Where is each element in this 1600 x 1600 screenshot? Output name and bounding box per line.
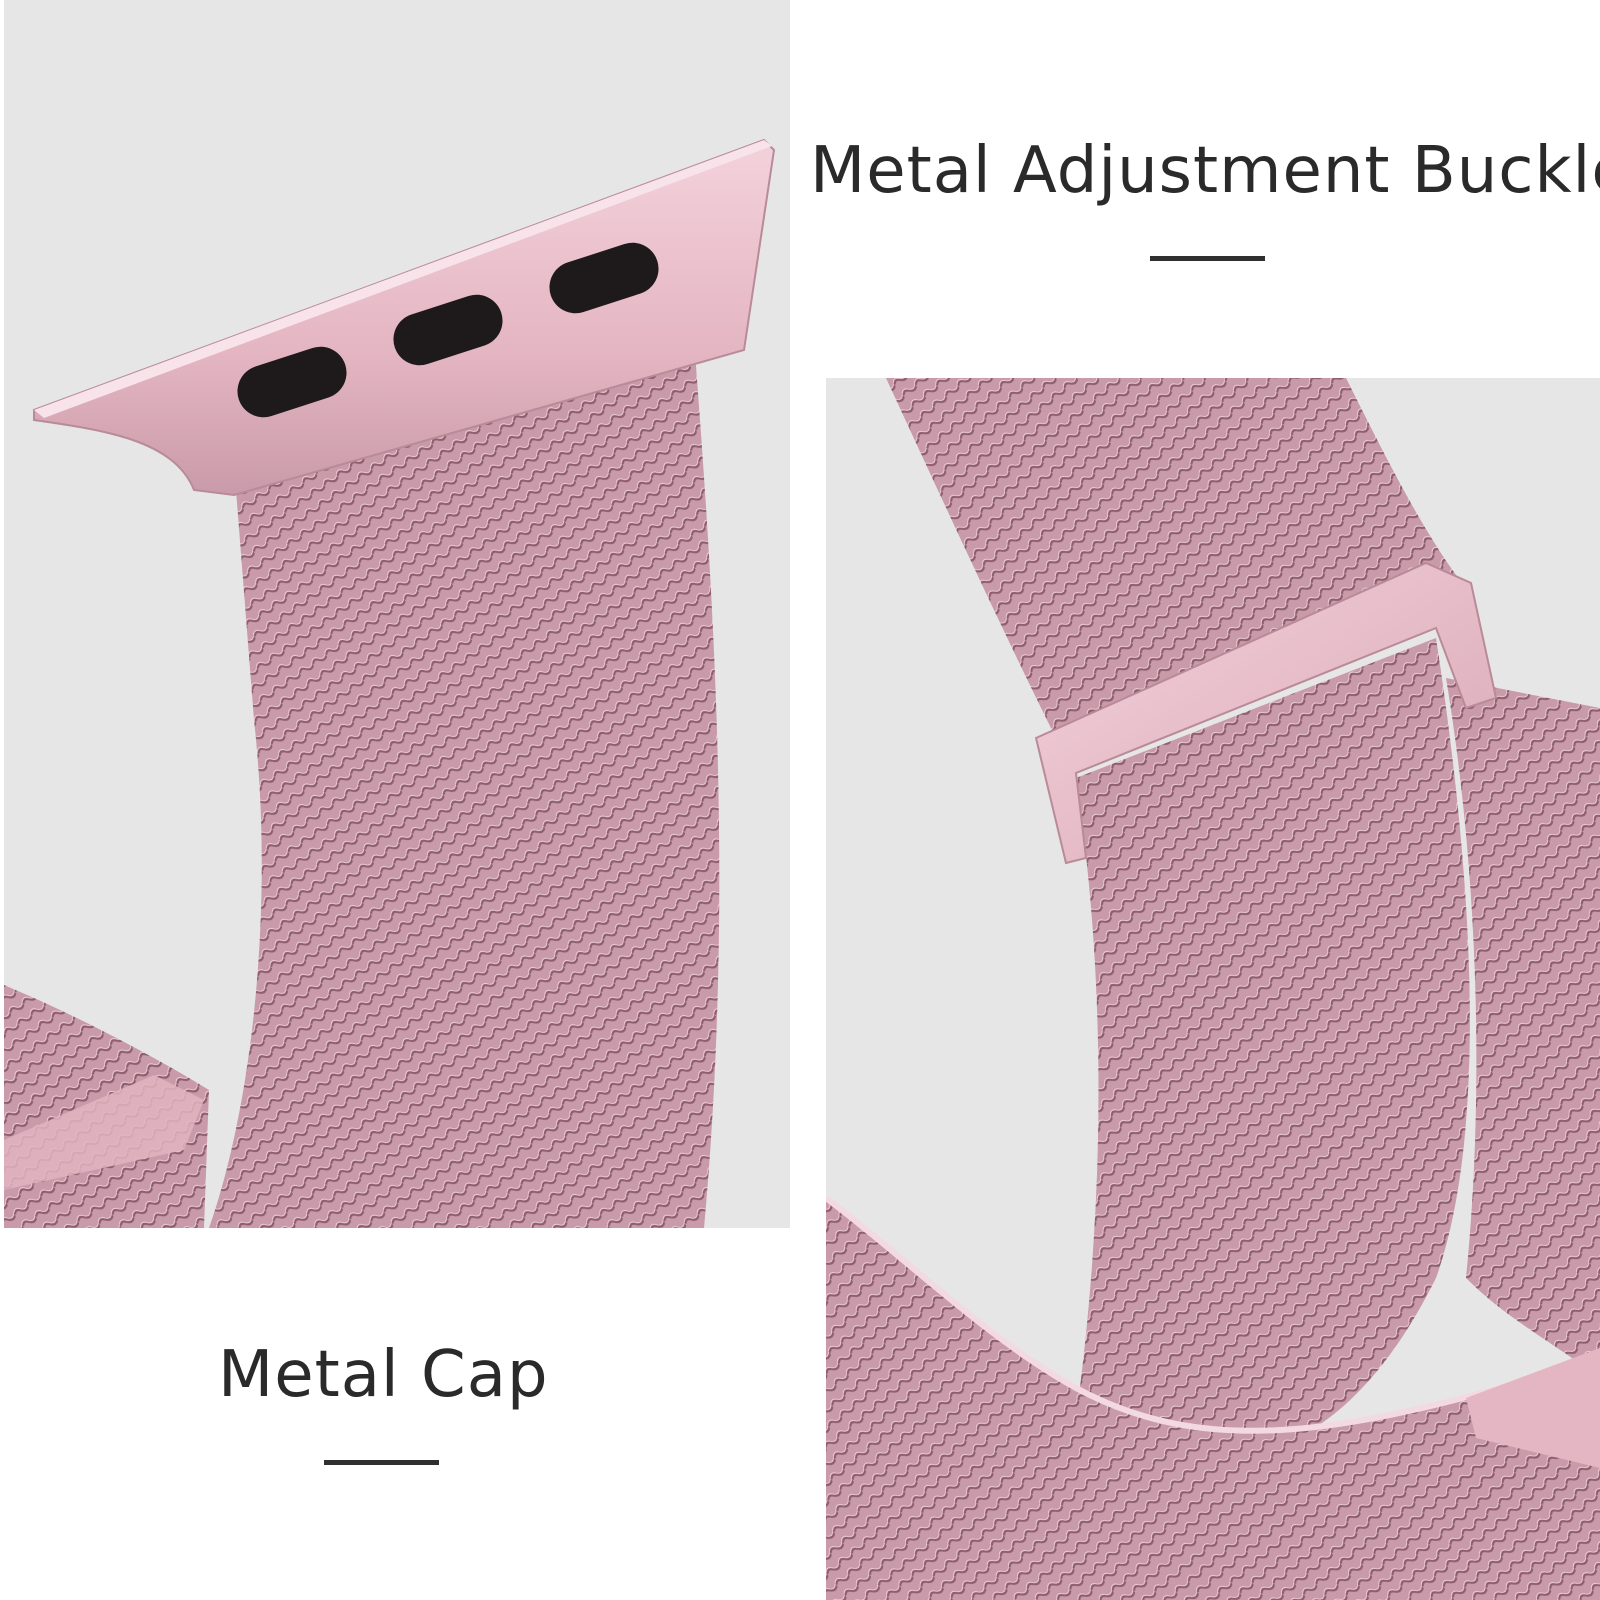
mesh-strap-right	[1446, 678, 1600, 1378]
metal-cap-photo	[4, 0, 790, 1228]
mesh-strap	[209, 340, 720, 1228]
metal-buckle	[1034, 561, 1498, 865]
mesh-strap-fold	[1076, 638, 1470, 1458]
buckle-title: Metal Adjustment Buckle	[810, 134, 1600, 208]
buckle-title-underline	[1150, 256, 1265, 261]
cap-slot-1	[237, 346, 347, 418]
cap-title-underline	[324, 1460, 439, 1465]
mesh-strap-top	[886, 378, 1466, 738]
cap-slot-3	[549, 242, 659, 314]
adjustment-buckle-photo	[826, 378, 1600, 1600]
cap-slot-2	[393, 294, 503, 366]
metal-cap-illustration	[4, 138, 776, 1228]
cap-title: Metal Cap	[218, 1338, 549, 1412]
adjustment-buckle-illustration	[826, 378, 1600, 1600]
mesh-strap-bottom	[826, 1198, 1600, 1600]
metal-cap-connector	[33, 138, 776, 497]
